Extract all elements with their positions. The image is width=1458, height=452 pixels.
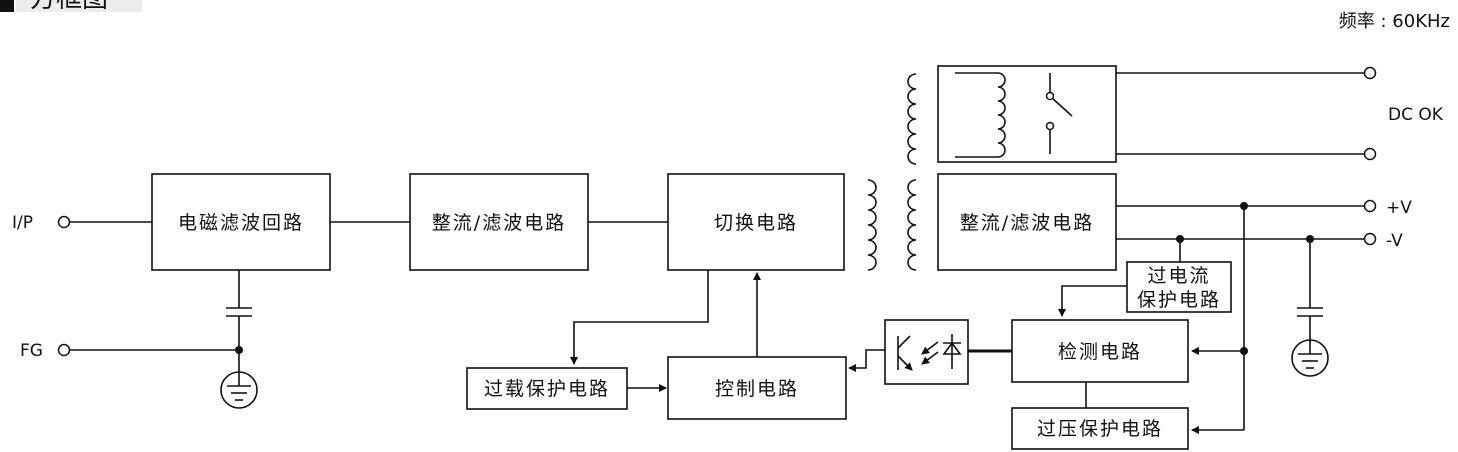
dcok-label: DC OK: [1388, 105, 1444, 125]
minus-v-label: -V: [1386, 231, 1403, 251]
switching-block: 切换电路: [667, 173, 845, 271]
overvoltage-protection-label: 过压保护电路: [1037, 418, 1163, 440]
plus-v-label: +V: [1386, 198, 1412, 218]
junction-dots: [235, 202, 1314, 355]
fg-terminal: [57, 343, 71, 357]
overcurrent-protection-label-2: 保护电路: [1137, 289, 1221, 311]
overcurrent-protection-label-1: 过电流: [1147, 265, 1210, 287]
relay-icon: [937, 65, 1117, 163]
output-capacitor-icon: [1297, 307, 1323, 317]
input-rectifier-filter-block: 整流/滤波电路: [409, 173, 589, 271]
diagram-title: 方框图: [30, 0, 108, 14]
output-rectifier-filter-block: 整流/滤波电路: [937, 173, 1117, 271]
switching-label: 切换电路: [714, 212, 798, 234]
dcok-terminal-1: [1363, 66, 1377, 80]
output-ground-icon: [1291, 339, 1329, 377]
minus-v-terminal: [1363, 232, 1377, 246]
frequency-label: 频率 : 60KHz: [1339, 11, 1450, 32]
ground-icon: [220, 371, 258, 409]
overload-protection-block: 过载保护电路: [466, 367, 628, 410]
optocoupler-icon: [884, 319, 969, 385]
input-rectifier-filter-label: 整流/滤波电路: [432, 212, 566, 234]
terminals: I/P FG DC OK +V -V: [12, 66, 1444, 361]
ip-terminal: [57, 215, 71, 229]
ip-label: I/P: [12, 213, 33, 233]
detection-label: 检测电路: [1058, 341, 1142, 363]
emi-filter-label: 电磁滤波回路: [178, 212, 304, 234]
overvoltage-protection-block: 过压保护电路: [1011, 407, 1189, 450]
emi-filter-block: 电磁滤波回路: [151, 173, 331, 271]
overcurrent-protection-block: 过电流 保护电路: [1126, 261, 1232, 313]
transformer-icon: [867, 73, 917, 271]
capacitor-icon: [226, 307, 252, 317]
plus-v-terminal: [1363, 199, 1377, 213]
detection-block: 检测电路: [1011, 319, 1189, 383]
fg-label: FG: [20, 341, 43, 361]
control-label: 控制电路: [715, 378, 799, 400]
dcok-terminal-2: [1363, 147, 1377, 161]
diode-icon: [942, 334, 962, 369]
diagram-header: 方框图 频率 : 60KHz: [0, 0, 1450, 32]
title-bar: [16, 0, 142, 12]
overload-protection-label: 过载保护电路: [484, 378, 610, 400]
title-marker: [0, 0, 14, 12]
wiring: [70, 72, 1364, 434]
output-rectifier-filter-label: 整流/滤波电路: [960, 212, 1094, 234]
control-block: 控制电路: [667, 356, 847, 420]
